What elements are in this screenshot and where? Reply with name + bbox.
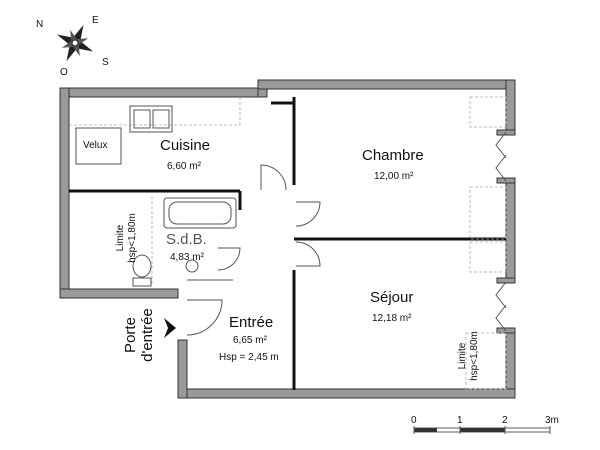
- kitchen-fixtures: [69, 97, 241, 165]
- porte-entree-label: Porte d'entrée: [122, 300, 156, 370]
- compass-s: S: [102, 57, 109, 68]
- limite-left-line1: Limite: [115, 224, 126, 252]
- scale-tick-1: 1: [457, 415, 463, 426]
- doors: [186, 164, 321, 336]
- room-sejour-name: Séjour: [370, 289, 414, 306]
- room-cuisine-area: 6,60 m²: [167, 161, 201, 172]
- room-cuisine-name: Cuisine: [160, 137, 211, 154]
- room-entree-area: 6,65 m²: [233, 335, 267, 346]
- room-sejour-area: 12,18 m²: [372, 313, 412, 324]
- limite-right-label: Limite hsp<1,80m: [457, 321, 481, 391]
- limite-right-line2: hsp<1,80m: [469, 331, 480, 381]
- velux-label: Velux: [83, 140, 108, 151]
- bathroom-fixtures: [132, 196, 237, 287]
- outer-walls: [59, 79, 516, 399]
- room-sdb-area: 4,83 m²: [170, 252, 204, 263]
- scale-tick-0: 0: [411, 415, 417, 426]
- compass-e: E: [92, 15, 99, 26]
- scale-bar: [413, 426, 551, 434]
- room-entree-name: Entrée: [229, 314, 274, 331]
- limite-left-line2: hsp<1,80m: [127, 213, 138, 263]
- room-sdb-name: S.d.B.: [166, 231, 207, 248]
- limite-right-line1: Limite: [457, 342, 468, 370]
- porte-line1: Porte: [122, 317, 139, 353]
- scale-tick-3: 3m: [545, 415, 559, 426]
- scale-tick-2: 2: [502, 415, 508, 426]
- porte-line2: d'entrée: [139, 308, 156, 362]
- compass-o: O: [60, 67, 68, 78]
- room-entree-height: Hsp = 2,45 m: [219, 352, 279, 363]
- entry-arrow-icon: [164, 318, 176, 338]
- room-chambre-area: 12,00 m²: [374, 171, 414, 182]
- room-chambre-name: Chambre: [362, 147, 424, 164]
- compass-rose-icon: [56, 24, 94, 62]
- partitions: [69, 97, 506, 390]
- compass-n: N: [36, 19, 44, 30]
- limite-left-label: Limite hsp<1,80m: [115, 203, 139, 273]
- windows: [465, 96, 507, 390]
